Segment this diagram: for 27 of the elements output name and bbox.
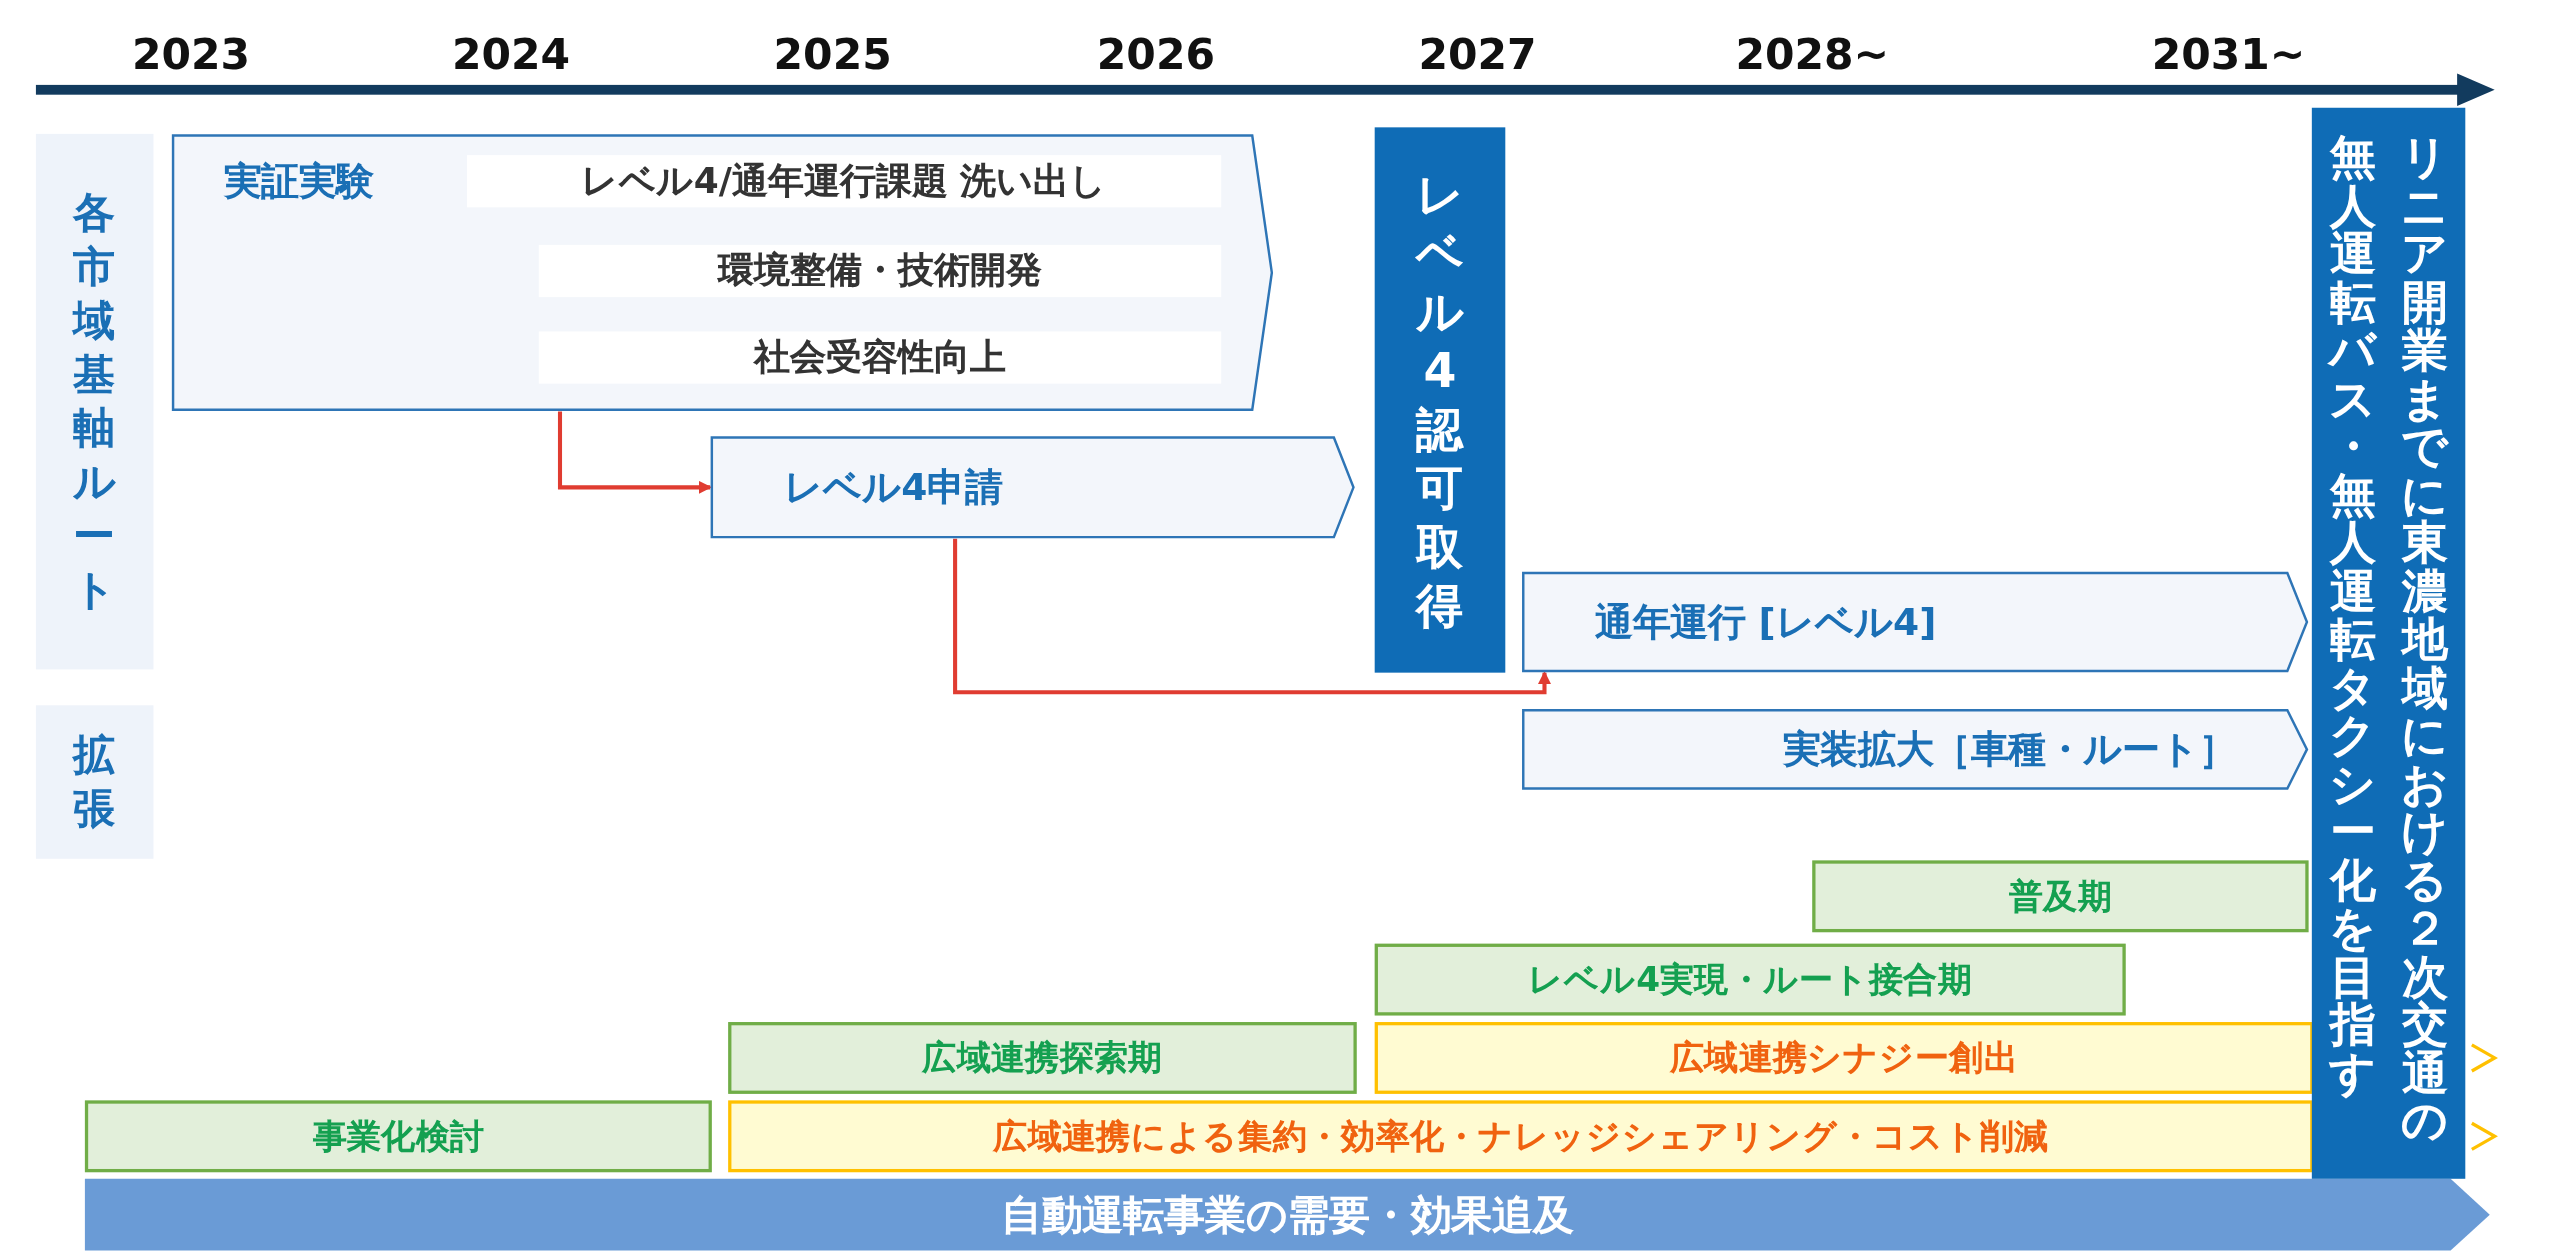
year-label: 2027 [1418, 29, 1537, 79]
phase-label: 通年運行 [レベル4] [1595, 599, 1937, 645]
band-label: 自動運転事業の需要・効果追及 [1000, 1190, 1574, 1241]
arrow [557, 411, 712, 494]
milestone-box: レベル4認可取得 [1374, 127, 1506, 673]
year-label: 2023 [131, 29, 251, 79]
phase-box: 広域連携シナジー創出 [1374, 1022, 2314, 1094]
phase-box: 広域連携による集約・効率化・ナレッジシェアリング・コスト削減 [728, 1100, 2314, 1173]
task-box: 環境整備・技術開発 [538, 244, 1222, 298]
phase-box: 事業化検討 [84, 1100, 712, 1173]
row-label: 拡張 [35, 705, 154, 859]
phase-box: 普及期 [1812, 860, 2309, 933]
phase-label: 実証実験 [223, 159, 374, 205]
year-label: 2024 [451, 29, 571, 79]
row-label: 各市域基軸ルート [35, 133, 154, 670]
year-label: 2028~ [1735, 29, 1890, 79]
task-box: 社会受容性向上 [538, 331, 1222, 384]
year-label: 2031~ [2151, 29, 2306, 79]
year-label: 2026 [1096, 29, 1215, 79]
phase-box: 広域連携探索期 [728, 1022, 1357, 1094]
task-box: レベル4/通年運行課題 洗い出し [466, 155, 1222, 208]
goal-box: リニア開業までに東濃地域における２次交通の無人運転バス・無人運転タクシー化を目指す [2311, 107, 2466, 1179]
year-label: 2025 [773, 29, 892, 79]
phase-label: 実装拡大［車種・ルート］ [1782, 726, 2237, 772]
arrow [953, 538, 1551, 695]
phase-box: レベル4実現・ルート接合期 [1374, 943, 2126, 1016]
phase-label: レベル4申請 [783, 464, 1003, 510]
